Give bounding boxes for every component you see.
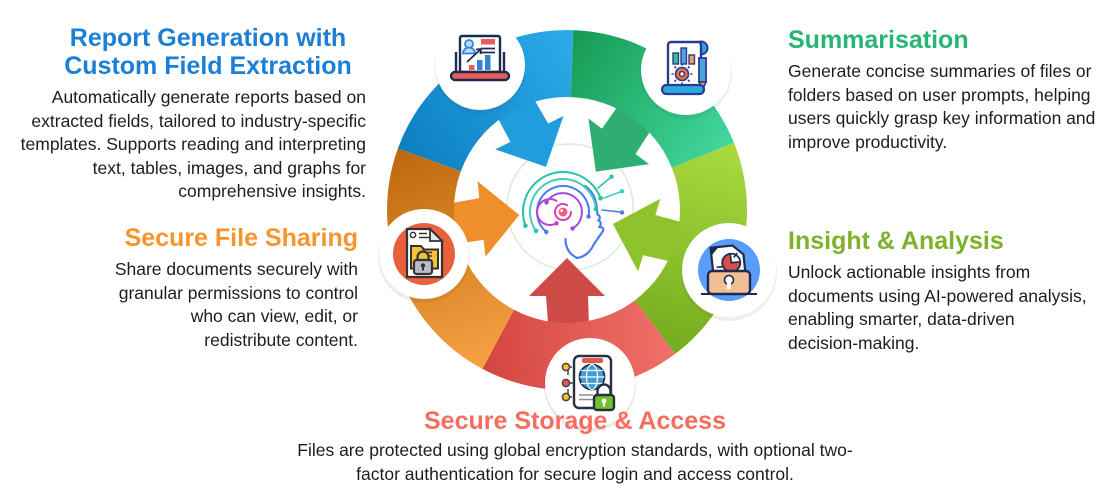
- feature-secure-file-sharing: Secure File Sharing Share documents secu…: [106, 224, 358, 352]
- feature-title: Secure File Sharing: [124, 224, 358, 252]
- feature-description: Share documents securely with granular p…: [114, 259, 358, 350]
- feature-report-generation: Report Generation with Custom Field Extr…: [20, 24, 366, 204]
- report-laptop-icon: [434, 20, 526, 114]
- spark-dots: [523, 196, 603, 234]
- feature-description: Automatically generate reports based on …: [20, 87, 366, 201]
- storage-phone-icon: [544, 338, 636, 432]
- ai-head-icon: [522, 171, 625, 260]
- feature-secure-storage-access: Secure Storage & Access Files are protec…: [283, 407, 867, 486]
- feature-title: Report Generation with Custom Field Extr…: [64, 24, 352, 80]
- feature-title: Insight & Analysis: [788, 227, 1004, 255]
- feature-insight-analysis: Insight & Analysis Unlock actionable ins…: [788, 227, 1088, 355]
- summary-scroll-icon: [640, 25, 732, 119]
- sharing-file-icon: [378, 209, 470, 303]
- feature-description: Files are protected using global encrypt…: [297, 440, 853, 484]
- feature-summarisation: Summarisation Generate concise summaries…: [788, 26, 1096, 154]
- insight-briefcase-icon: [681, 223, 777, 321]
- feature-title: Secure Storage & Access: [423, 407, 726, 435]
- feature-description: Unlock actionable insights from document…: [788, 262, 1087, 353]
- feature-title: Summarisation: [788, 26, 969, 54]
- feature-description: Generate concise summaries of files or f…: [788, 61, 1096, 152]
